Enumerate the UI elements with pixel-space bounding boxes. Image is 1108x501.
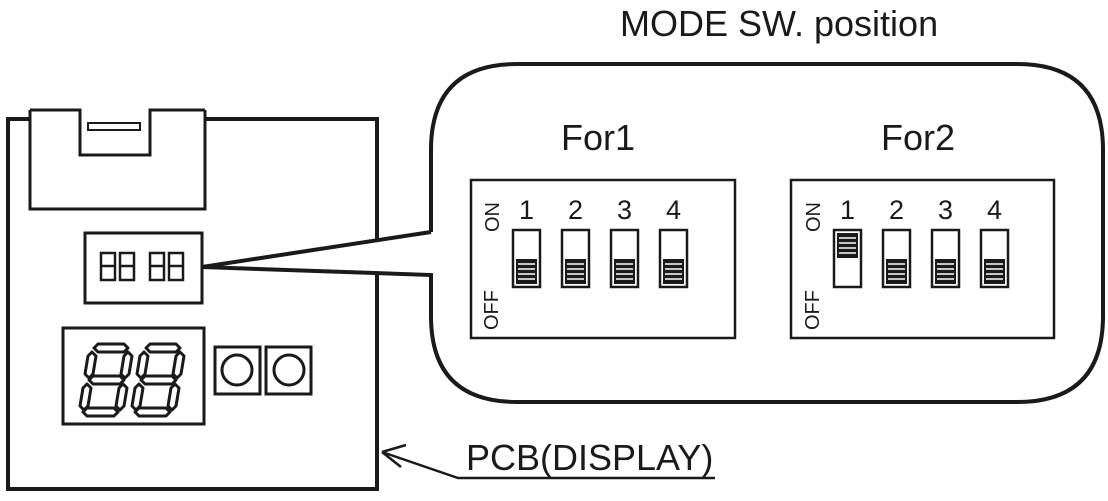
- diagram-title: MODE SW. position: [620, 3, 939, 44]
- dip-switch-knob: [984, 259, 1005, 284]
- pcb-leader: [381, 443, 715, 480]
- dip-switch-knob: [886, 259, 907, 284]
- for1-switch-number: 3: [617, 195, 633, 225]
- pcb-label: PCB(DISPLAY): [466, 437, 714, 478]
- pcb-dip-switch: [83, 231, 204, 305]
- dip-switch-knob: [837, 233, 858, 258]
- for1-switch-number: 1: [519, 195, 535, 225]
- for2-on-label: ON: [803, 202, 825, 232]
- pcb-connector-top: [30, 108, 205, 157]
- for1-panel: [469, 178, 737, 340]
- pcb-connector-slot: [87, 122, 141, 131]
- dip-switches: [511, 228, 1010, 289]
- dip-switch-knob: [565, 259, 586, 284]
- for2-switch-number: 1: [840, 195, 856, 225]
- for2-switch-number: 2: [889, 195, 905, 225]
- for1-label: For1: [561, 117, 636, 158]
- dip-switch-knob: [935, 259, 956, 284]
- dip-switch-knob: [516, 259, 537, 284]
- pcb-connector: [28, 110, 207, 211]
- dip-switch-knob: [614, 259, 635, 284]
- for2-switch-number: 3: [938, 195, 954, 225]
- for1-on-label: ON: [482, 202, 504, 232]
- for2-panel: [789, 178, 1056, 340]
- for2-switch-number: 4: [987, 195, 1003, 225]
- for2-off-label: OFF: [802, 290, 824, 330]
- for1-off-label: OFF: [481, 290, 503, 330]
- for1-switch-number: 4: [666, 195, 682, 225]
- dip-switch-knob: [663, 259, 684, 284]
- for1-switch-number: 2: [568, 195, 584, 225]
- push-buttons: [213, 345, 313, 396]
- seven-seg-digits: [78, 342, 186, 418]
- for2-label: For2: [881, 117, 956, 158]
- pcb-dip-cells: [99, 251, 185, 282]
